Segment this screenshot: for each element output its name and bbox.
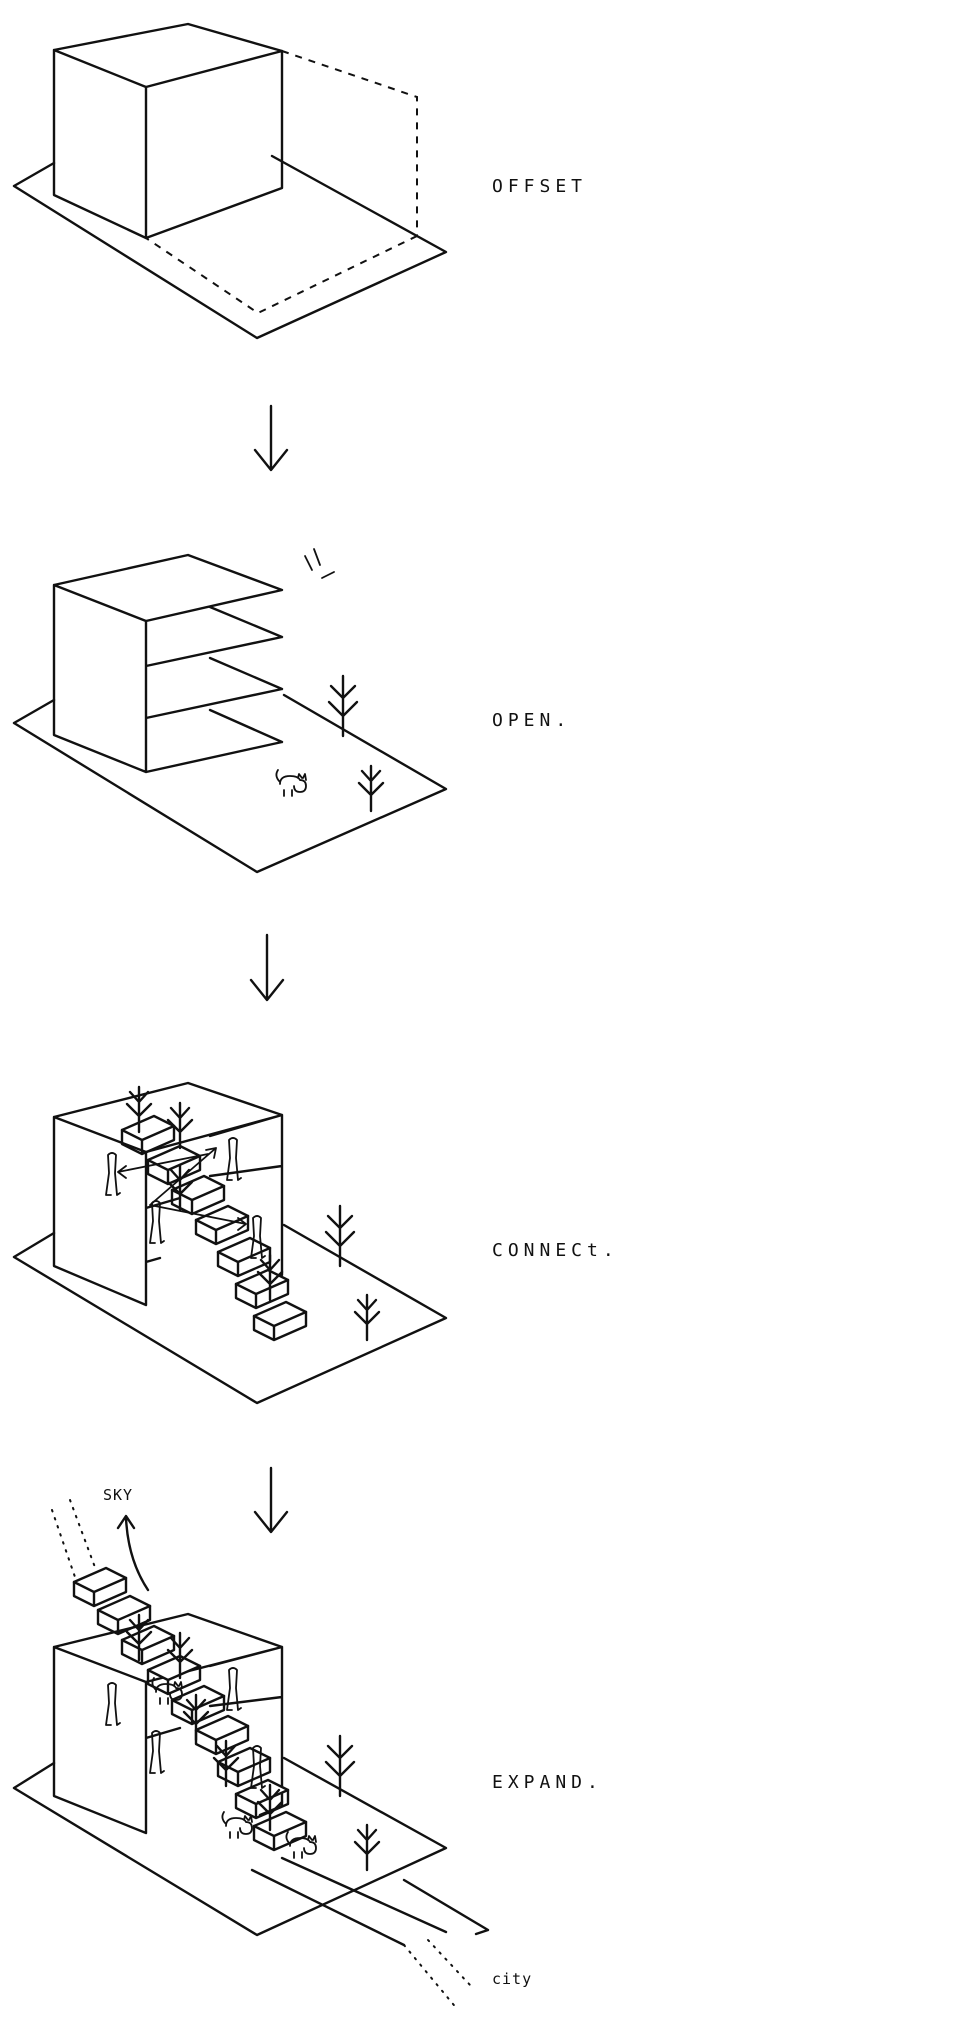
expanded-cube xyxy=(52,1612,284,1835)
city-label: city xyxy=(492,1970,532,1988)
step-label: OFFSET xyxy=(492,176,587,197)
cat-icon xyxy=(221,1811,253,1839)
tree-icon xyxy=(324,1734,356,1798)
ground-plane xyxy=(12,693,448,874)
ground-plane xyxy=(12,154,448,340)
tree-icon xyxy=(353,1293,381,1342)
cat-icon xyxy=(285,1831,317,1859)
tree-icon xyxy=(353,1823,381,1872)
step-connect-drawing xyxy=(12,1081,448,1405)
open-cube xyxy=(52,553,284,774)
step-label: OPEN. xyxy=(492,710,571,731)
tree-icon xyxy=(327,674,359,738)
ground-plane xyxy=(12,1223,448,1405)
ground-plane xyxy=(12,1756,448,1937)
sky-arrow-icon xyxy=(116,1514,150,1592)
tree-icon xyxy=(357,764,385,813)
offset-outline xyxy=(145,50,418,315)
cube xyxy=(52,22,284,240)
step-expand-drawing: city SKY xyxy=(12,1486,532,2011)
step-label: CONNECt. xyxy=(492,1240,619,1261)
person-icon xyxy=(149,1730,165,1774)
person-icon xyxy=(105,1682,121,1726)
tree-icon xyxy=(324,1204,356,1268)
step-label: EXPAND. xyxy=(492,1772,603,1793)
cat-icon xyxy=(275,769,307,797)
connected-cube xyxy=(52,1081,284,1307)
road-dotted xyxy=(403,1939,471,2011)
step-offset-drawing xyxy=(12,22,448,340)
road-to-city xyxy=(250,1856,448,1947)
down-arrow-icon xyxy=(253,1466,289,1534)
city-arrow-icon xyxy=(402,1878,490,1936)
sparkle-icon xyxy=(304,548,335,579)
down-arrow-icon xyxy=(253,404,289,472)
step-open-drawing xyxy=(12,548,448,874)
stairs-to-sky xyxy=(51,1499,97,1581)
down-arrow-icon xyxy=(249,933,285,1002)
sky-label: SKY xyxy=(103,1486,133,1504)
person-icon xyxy=(105,1152,121,1196)
